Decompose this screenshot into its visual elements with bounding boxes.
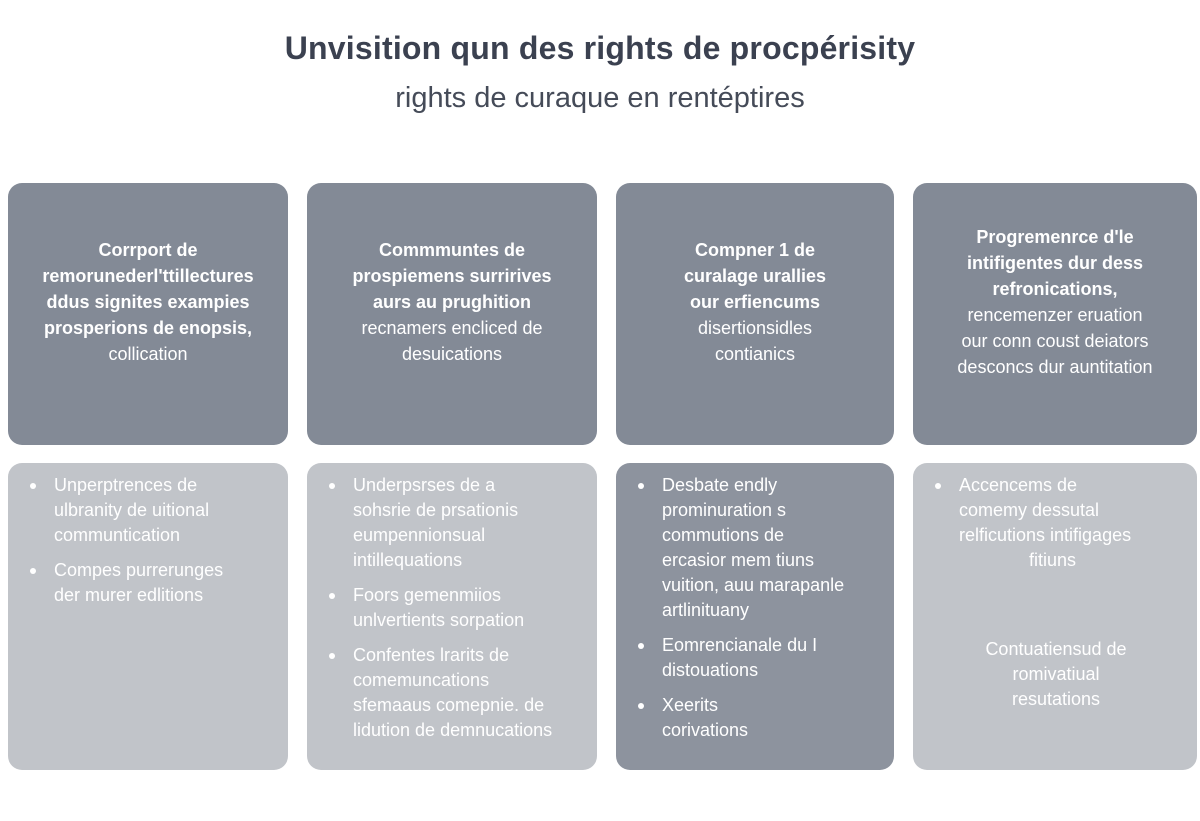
header-line: prospiemens surririves bbox=[352, 266, 552, 286]
bullet-icon bbox=[638, 483, 644, 489]
header-line: desconcs dur auntitation bbox=[957, 357, 1153, 377]
bullet-line: comemuncations bbox=[353, 670, 490, 690]
header-line: ddus signites exampies bbox=[46, 292, 250, 312]
header-line: prosperions de enopsis, bbox=[43, 318, 253, 338]
bullet-line: sfemaaus comepnie. de bbox=[353, 695, 545, 715]
bullet-line: eumpennionsual bbox=[353, 525, 486, 545]
detail-card-1: Unperptrences de ulbranity de uitional c… bbox=[8, 463, 288, 770]
detail-card-3: Desbate endly prominuration s commutions… bbox=[616, 463, 894, 770]
header-line: aurs au prughition bbox=[372, 292, 531, 312]
bullet-line: Foors gemenmiios bbox=[353, 585, 502, 605]
bullet-item: Compes purrerunges der murer edlitions bbox=[24, 558, 274, 608]
header-line: rencemenzer eruation bbox=[967, 305, 1143, 325]
bullet-line: commutions de bbox=[662, 525, 785, 545]
bullet-list: Unperptrences de ulbranity de uitional c… bbox=[24, 473, 274, 608]
bullet-line: artlinituany bbox=[662, 600, 750, 620]
bullet-line: relficutions intifigages bbox=[959, 525, 1132, 545]
bullet-icon bbox=[30, 568, 36, 574]
bullet-line: intillequations bbox=[353, 550, 463, 570]
bullet-line: prominuration s bbox=[662, 500, 787, 520]
bullet-icon bbox=[329, 653, 335, 659]
header-line: Progremenrce d'le bbox=[976, 227, 1134, 247]
page-title: Unvisition qun des rights de procpérisit… bbox=[284, 30, 916, 66]
bullet-line: Unperptrences de bbox=[54, 475, 198, 495]
header-line: collication bbox=[108, 344, 188, 364]
header-line: disertionsidles bbox=[697, 318, 813, 338]
bullet-item: Confentes lrarits de comemuncations sfem… bbox=[323, 643, 583, 743]
header-line: our erfiencums bbox=[689, 292, 821, 312]
bullet-line: Xeerits bbox=[662, 695, 719, 715]
footer-line: romivatiual bbox=[1012, 664, 1100, 684]
bullet-item: Desbate endly prominuration s commutions… bbox=[632, 473, 880, 623]
bullet-line: Eomrencianale du I bbox=[662, 635, 818, 655]
header-line: Commmuntes de bbox=[378, 240, 526, 260]
bullet-icon bbox=[329, 483, 335, 489]
footer-line: Contuatiensud de bbox=[985, 639, 1127, 659]
bullet-item: Eomrencianale du I distouations bbox=[632, 633, 880, 683]
header-line: recnamers encliced de bbox=[361, 318, 543, 338]
bullet-line: fitiuns bbox=[1029, 550, 1077, 570]
bullet-line: lidution de demnucations bbox=[353, 720, 553, 740]
bullet-line: vuition, auu marapanle bbox=[662, 575, 845, 595]
bullet-line: Compes purrerunges bbox=[54, 560, 224, 580]
header-card-1: Corrport de remorunederl'ttillectures dd… bbox=[8, 183, 288, 445]
footer-note: Contuatiensud de romivatiual resutations bbox=[929, 637, 1183, 712]
bullet-item: Foors gemenmiios unlvertients sorpation bbox=[323, 583, 583, 633]
bullet-icon bbox=[30, 483, 36, 489]
bullet-line: distouations bbox=[662, 660, 759, 680]
bullet-line: communtication bbox=[54, 525, 181, 545]
bullet-icon bbox=[638, 643, 644, 649]
bullet-list: Accencems de comemy dessutal relficution… bbox=[929, 473, 1183, 573]
bullet-item: Accencems de comemy dessutal relficution… bbox=[929, 473, 1183, 573]
column-4: Progremenrce d'le intifigentes dur dess … bbox=[913, 183, 1197, 770]
bullet-line: Desbate endly bbox=[662, 475, 778, 495]
footer-line: resutations bbox=[1011, 689, 1101, 709]
header-line: intifigentes dur dess bbox=[966, 253, 1144, 273]
header-card-4: Progremenrce d'le intifigentes dur dess … bbox=[913, 183, 1197, 445]
detail-card-2: Underpsrses de a sohsrie de prsationis e… bbox=[307, 463, 597, 770]
bullet-item: Xeerits corivations bbox=[632, 693, 880, 743]
page-subtitle: rights de curaque en rentéptires bbox=[395, 82, 805, 114]
bullet-icon bbox=[329, 593, 335, 599]
header-card-3: Compner 1 de curalage urallies our erfie… bbox=[616, 183, 894, 445]
header-line: Corrport de bbox=[98, 240, 198, 260]
header-card-2: Commmuntes de prospiemens surririves aur… bbox=[307, 183, 597, 445]
header-line: curalage urallies bbox=[683, 266, 827, 286]
bullet-line: Confentes lrarits de bbox=[353, 645, 510, 665]
column-3: Compner 1 de curalage urallies our erfie… bbox=[616, 183, 894, 770]
bullet-line: der murer edlitions bbox=[54, 585, 204, 605]
bullet-icon bbox=[935, 483, 941, 489]
bullet-list: Underpsrses de a sohsrie de prsationis e… bbox=[323, 473, 583, 743]
header-line: refronications, bbox=[992, 279, 1118, 299]
detail-card-4: Accencems de comemy dessutal relficution… bbox=[913, 463, 1197, 770]
column-1: Corrport de remorunederl'ttillectures dd… bbox=[8, 183, 288, 770]
bullet-list: Desbate endly prominuration s commutions… bbox=[632, 473, 880, 743]
header-line: our conn coust deiators bbox=[961, 331, 1149, 351]
bullet-line: corivations bbox=[662, 720, 749, 740]
bullet-line: unlvertients sorpation bbox=[353, 610, 525, 630]
header-line: contianics bbox=[714, 344, 796, 364]
bullet-line: Accencems de bbox=[959, 475, 1078, 495]
bullet-item: Underpsrses de a sohsrie de prsationis e… bbox=[323, 473, 583, 573]
column-2: Commmuntes de prospiemens surririves aur… bbox=[307, 183, 597, 770]
header-line: Compner 1 de bbox=[694, 240, 816, 260]
bullet-line: comemy dessutal bbox=[959, 500, 1100, 520]
bullet-item: Unperptrences de ulbranity de uitional c… bbox=[24, 473, 274, 548]
bullet-icon bbox=[638, 703, 644, 709]
bullet-line: sohsrie de prsationis bbox=[353, 500, 519, 520]
bullet-line: Underpsrses de a bbox=[353, 475, 496, 495]
header-line: desuications bbox=[401, 344, 503, 364]
bullet-line: ulbranity de uitional bbox=[54, 500, 210, 520]
bullet-line: ercasior mem tiuns bbox=[662, 550, 815, 570]
header-line: remorunederl'ttillectures bbox=[42, 266, 254, 286]
